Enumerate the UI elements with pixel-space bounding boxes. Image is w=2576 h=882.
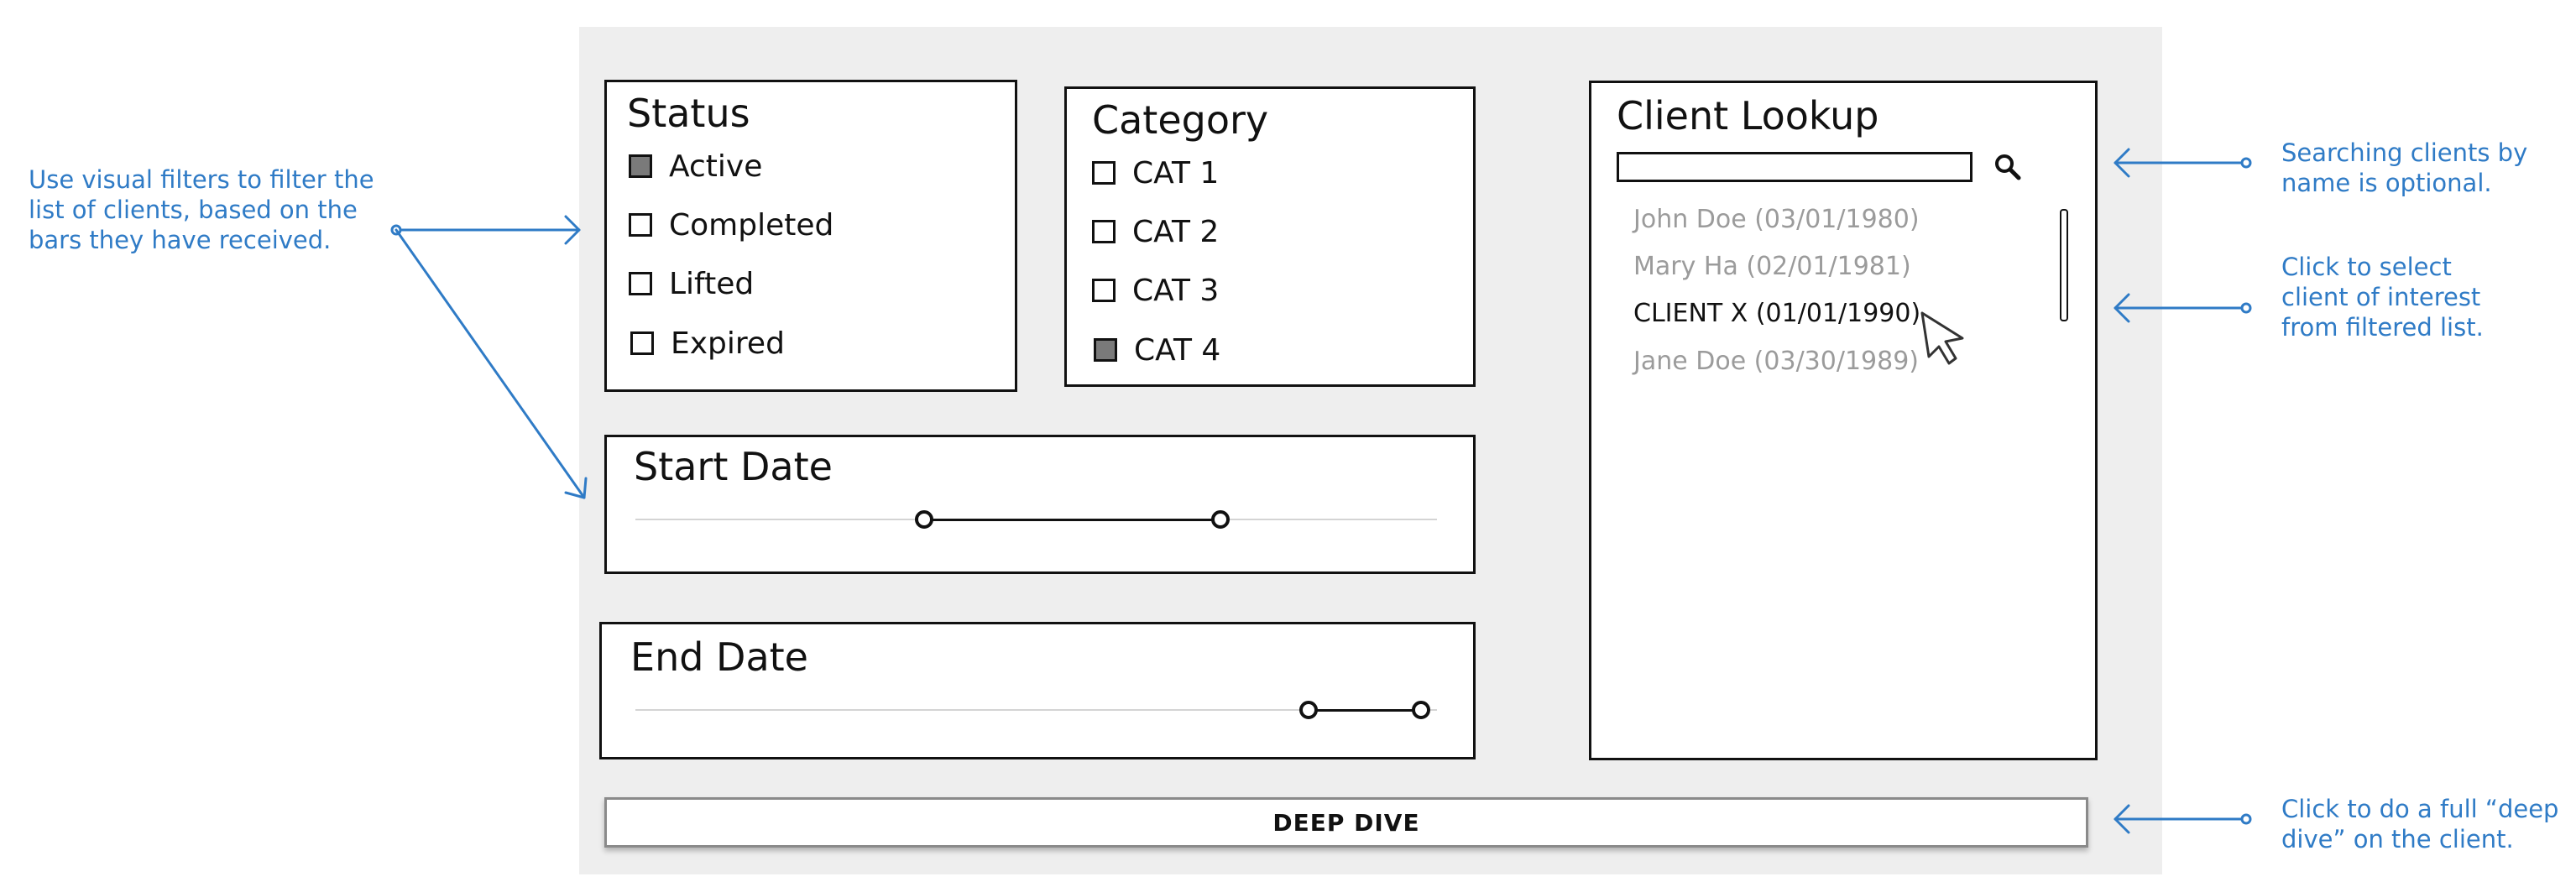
status-expired-label: Expired — [671, 326, 785, 361]
status-filter-panel: Status Active Completed Lifted Expired — [604, 80, 1017, 392]
annotation-filters: Use visual filters to filter the list of… — [29, 165, 374, 254]
category-option-cat2[interactable]: CAT 2 — [1092, 214, 1220, 249]
search-arrow — [2114, 148, 2252, 178]
status-lifted-checkbox[interactable] — [629, 272, 652, 295]
annotation-deep-dive: Click to do a full “deep dive” on the cl… — [2281, 795, 2559, 853]
start-date-title: Start Date — [634, 444, 833, 489]
select-arrow — [2114, 293, 2252, 323]
client-list-item-selected[interactable]: CLIENT X (01/01/1990) — [1633, 299, 1921, 328]
end-date-max-handle[interactable] — [1411, 701, 1430, 719]
end-date-selected-range — [1309, 708, 1421, 712]
deep-dive-button[interactable]: DEEP DIVE — [604, 797, 2088, 848]
end-date-panel: End Date — [599, 622, 1476, 759]
status-option-completed[interactable]: Completed — [629, 207, 834, 243]
annotation-select: Click to select client of interest from … — [2281, 253, 2484, 342]
category-cat1-checkbox[interactable] — [1092, 161, 1116, 185]
category-option-cat1[interactable]: CAT 1 — [1092, 156, 1219, 190]
end-date-title: End Date — [630, 634, 808, 680]
end-date-track — [635, 709, 1437, 711]
annotation-search: Searching clients by name is optional. — [2281, 138, 2528, 197]
deep-dive-arrow — [2114, 804, 2252, 834]
category-cat2-label: CAT 2 — [1132, 214, 1220, 249]
status-expired-checkbox[interactable] — [630, 331, 654, 355]
start-date-selected-range — [923, 518, 1221, 521]
status-active-checkbox[interactable] — [629, 154, 652, 178]
status-lifted-label: Lifted — [669, 266, 755, 301]
category-cat1-label: CAT 1 — [1132, 155, 1220, 190]
category-cat3-label: CAT 3 — [1132, 273, 1220, 308]
mouse-pointer-icon — [1919, 310, 1978, 368]
category-filter-title: Category — [1092, 97, 1269, 143]
category-filter-panel: Category CAT 1 CAT 2 CAT 3 CAT 4 — [1064, 86, 1476, 387]
status-option-expired[interactable]: Expired — [630, 326, 785, 361]
filters-arrow — [390, 215, 581, 245]
end-date-min-handle[interactable] — [1299, 701, 1319, 719]
client-list-item[interactable]: Jane Doe (03/30/1989) — [1633, 347, 1920, 376]
client-lookup-title: Client Lookup — [1617, 93, 1879, 138]
status-option-active[interactable]: Active — [629, 149, 763, 184]
status-completed-checkbox[interactable] — [629, 213, 652, 237]
category-cat4-label: CAT 4 — [1134, 332, 1221, 368]
status-filter-title: Status — [627, 91, 750, 136]
start-date-min-handle[interactable] — [914, 510, 933, 529]
status-completed-label: Completed — [669, 207, 834, 243]
client-search-input[interactable] — [1617, 152, 1972, 182]
category-cat2-checkbox[interactable] — [1092, 220, 1116, 243]
start-date-panel: Start Date — [604, 435, 1476, 574]
client-list-item[interactable]: John Doe (03/01/1980) — [1633, 205, 1920, 234]
status-option-lifted[interactable]: Lifted — [629, 266, 755, 301]
client-list-scrollbar[interactable] — [2060, 209, 2068, 321]
category-option-cat3[interactable]: CAT 3 — [1092, 273, 1220, 308]
start-date-max-handle[interactable] — [1211, 510, 1231, 529]
category-option-cat4[interactable]: CAT 4 — [1094, 332, 1221, 368]
filters-arrow-date — [394, 228, 588, 499]
category-cat3-checkbox[interactable] — [1092, 279, 1116, 302]
category-cat4-checkbox[interactable] — [1094, 338, 1117, 362]
search-icon[interactable] — [1993, 152, 2023, 182]
client-list-item[interactable]: Mary Ha (02/01/1981) — [1633, 252, 1911, 281]
client-lookup-panel: Client Lookup John Doe (03/01/1980) Mary… — [1589, 81, 2098, 760]
status-active-label: Active — [669, 149, 763, 184]
